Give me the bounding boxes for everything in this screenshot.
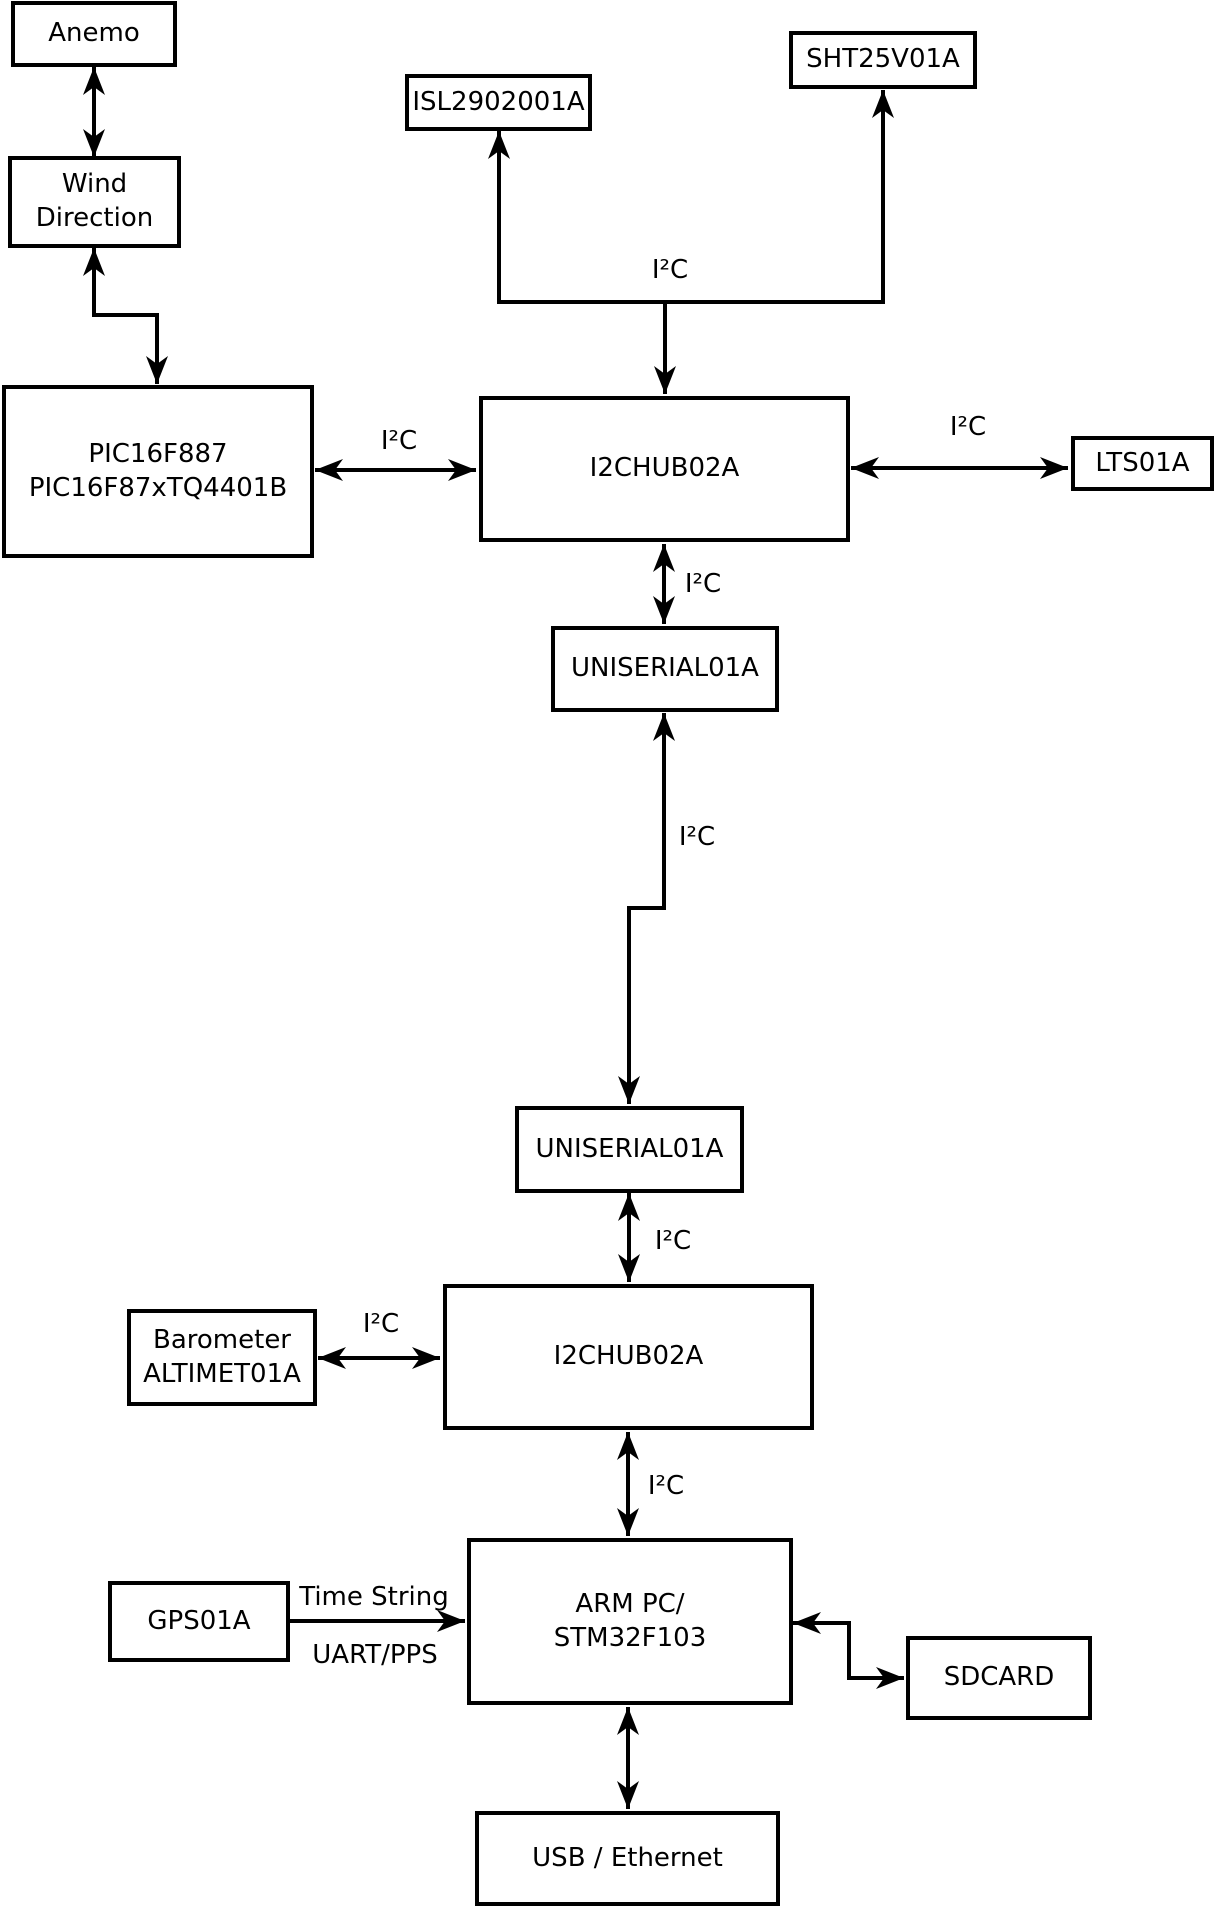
edge-gps-armpc bbox=[290, 1610, 465, 1632]
edge-barometer-hub2 bbox=[318, 1347, 440, 1369]
edge-uniserial2-hub2 bbox=[618, 1193, 640, 1282]
node-i2chub02a-bottom-label: I2CHUB02A bbox=[553, 1341, 704, 1372]
node-isl2902001a: ISL2902001A bbox=[405, 74, 592, 131]
arrowhead-up bbox=[872, 90, 894, 118]
arrowhead-right bbox=[412, 1347, 440, 1369]
arrowhead-left bbox=[318, 1347, 346, 1369]
node-wind-direction-label: Wind bbox=[61, 169, 128, 200]
edge-label-sensor-bus-i2c: I²C bbox=[651, 255, 689, 285]
edge-anemo-wind bbox=[83, 67, 105, 157]
edge-line bbox=[92, 248, 159, 384]
node-sdcard: SDCARD bbox=[906, 1636, 1092, 1720]
node-gps01a: GPS01A bbox=[108, 1581, 290, 1662]
node-uniserial01a-bottom: UNISERIAL01A bbox=[515, 1106, 744, 1193]
node-barometer-label2: ALTIMET01A bbox=[143, 1358, 301, 1389]
node-barometer-altimet01a: Barometer ALTIMET01A bbox=[127, 1309, 317, 1406]
arrowhead-up bbox=[617, 1707, 639, 1735]
node-isl2902001a-label: ISL2902001A bbox=[412, 86, 585, 117]
arrowhead-right bbox=[448, 459, 476, 481]
node-wind-direction-label2: Direction bbox=[35, 203, 154, 233]
arrowhead-down bbox=[617, 1781, 639, 1809]
edge-wind-pic bbox=[83, 248, 168, 384]
edge-pic-hub1 bbox=[315, 459, 476, 481]
node-wind-direction: Wind Direction bbox=[8, 156, 181, 248]
node-anemo: Anemo bbox=[11, 1, 177, 67]
arrowhead-left bbox=[851, 457, 879, 479]
node-uniserial01a-top-label: UNISERIAL01A bbox=[571, 653, 759, 684]
arrowhead-up bbox=[653, 544, 675, 572]
node-i2chub02a-bottom: I2CHUB02A bbox=[443, 1284, 814, 1430]
edge-sensor-bus bbox=[488, 90, 894, 394]
arrowhead-left bbox=[793, 1612, 821, 1634]
arrowhead-right bbox=[1040, 457, 1068, 479]
arrowhead-down bbox=[653, 596, 675, 624]
node-arm-pc-label: ARM PC/ bbox=[575, 1588, 685, 1619]
node-pic16f887-label: PIC16F887 bbox=[88, 438, 228, 469]
edge-hub2-armpc bbox=[617, 1432, 639, 1536]
node-gps01a-label: GPS01A bbox=[147, 1605, 251, 1636]
node-usb-ethernet-label: USB / Ethernet bbox=[532, 1842, 723, 1873]
arrowhead-up bbox=[83, 67, 105, 95]
edge-label-hub2-arm-i2c: I²C bbox=[647, 1471, 685, 1501]
arrowhead-down bbox=[83, 129, 105, 157]
node-i2chub02a-top-label: I2CHUB02A bbox=[589, 453, 740, 484]
edge-uniserial1-uniserial2 bbox=[618, 713, 675, 1104]
arrowhead-right bbox=[437, 1610, 465, 1632]
node-usb-ethernet: USB / Ethernet bbox=[475, 1811, 780, 1906]
node-sht25v01a: SHT25V01A bbox=[789, 31, 977, 89]
edge-armpc-sdcard bbox=[793, 1612, 904, 1689]
arrowhead-down bbox=[618, 1076, 640, 1104]
node-i2chub02a-top: I2CHUB02A bbox=[479, 396, 850, 542]
arrowhead-up bbox=[617, 1432, 639, 1460]
edge-label-uniserial-link-i2c: I²C bbox=[678, 822, 716, 852]
arrowhead-down bbox=[146, 356, 168, 384]
node-sdcard-label: SDCARD bbox=[943, 1662, 1055, 1693]
node-barometer-label: Barometer bbox=[153, 1324, 291, 1355]
node-sht25v01a-label: SHT25V01A bbox=[806, 44, 960, 75]
arrowhead-left bbox=[315, 459, 343, 481]
edge-hub1-uniserial1 bbox=[653, 544, 675, 624]
node-uniserial01a-bottom-label: UNISERIAL01A bbox=[535, 1133, 724, 1164]
edge-label-time-string: Time String bbox=[299, 1582, 449, 1612]
edge-label-hub-lts-i2c: I²C bbox=[949, 412, 987, 442]
arrowhead-down bbox=[654, 366, 676, 394]
arrowhead-down bbox=[618, 1254, 640, 1282]
arrowhead-up bbox=[653, 713, 675, 741]
node-uniserial01a-top: UNISERIAL01A bbox=[551, 626, 779, 712]
node-arm-pc-label2: STM32F103 bbox=[553, 1622, 707, 1653]
edge-armpc-usb bbox=[617, 1707, 639, 1809]
edge-label-barometer-hub2-i2c: I²C bbox=[362, 1309, 400, 1339]
arrowhead-up bbox=[83, 248, 105, 276]
edge-label-hub-uniserial-i2c: I²C bbox=[684, 569, 722, 599]
edge-line bbox=[497, 90, 885, 304]
edge-label-uniserial-hub2-i2c: I²C bbox=[654, 1226, 692, 1256]
arrowhead-up bbox=[618, 1193, 640, 1221]
node-lts01a: LTS01A bbox=[1071, 436, 1214, 491]
edge-label-pic-hub-i2c: I²C bbox=[380, 426, 418, 456]
node-pic16f887-label2: PIC16F87xTQ4401B bbox=[28, 472, 288, 503]
node-arm-pc: ARM PC/ STM32F103 bbox=[467, 1538, 793, 1705]
arrowhead-down bbox=[617, 1508, 639, 1536]
edge-hub1-lts bbox=[851, 457, 1068, 479]
arrowhead-right bbox=[876, 1667, 904, 1689]
arrowhead-up bbox=[488, 131, 510, 159]
edge-line bbox=[627, 713, 666, 1104]
node-lts01a-label: LTS01A bbox=[1095, 447, 1190, 478]
node-anemo-label: Anemo bbox=[48, 18, 140, 49]
edge-label-uart-pps: UART/PPS bbox=[312, 1640, 438, 1670]
edge-line bbox=[793, 1621, 904, 1680]
node-pic16f887: PIC16F887 PIC16F87xTQ4401B bbox=[2, 385, 314, 558]
